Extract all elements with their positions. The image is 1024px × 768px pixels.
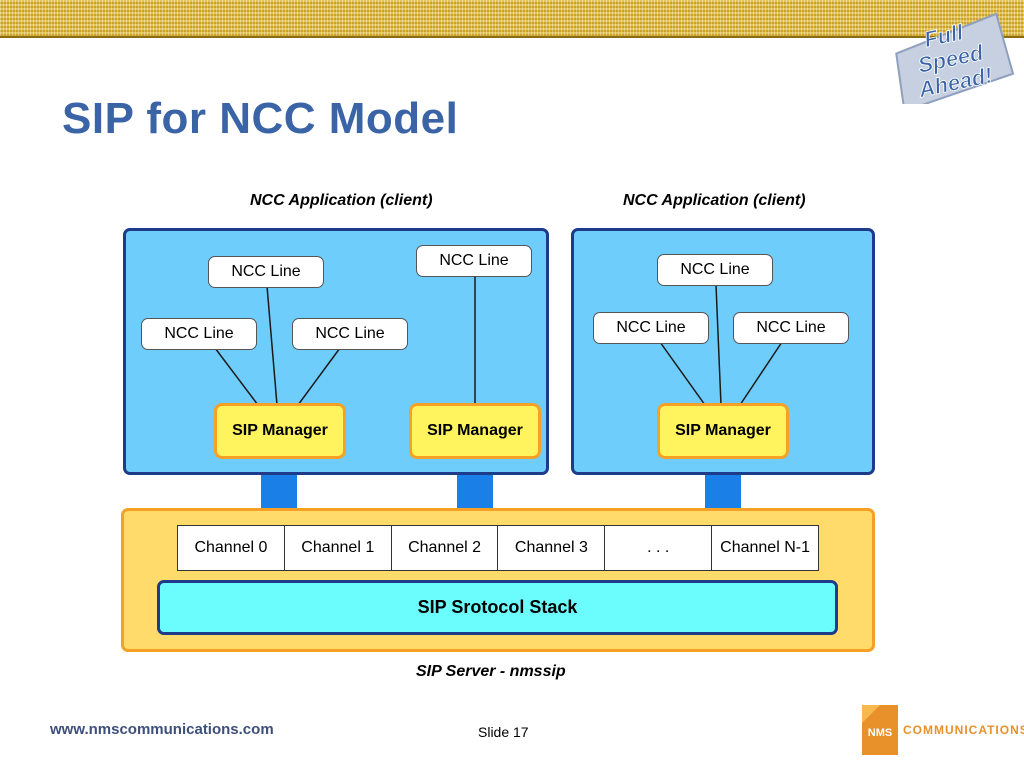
ncc-line-box: NCC Line: [292, 318, 408, 350]
connector-manager-1-to-server: [261, 475, 297, 509]
nms-logo-mark: NMS: [868, 727, 892, 739]
slide-title: SIP for NCC Model: [62, 94, 459, 143]
header-band-rule: [0, 36, 1024, 38]
ncc-line-box: NCC Line: [416, 245, 532, 277]
connector-manager-3-to-server: [705, 475, 741, 509]
sip-protocol-stack-box: SIP Srotocol Stack: [157, 580, 838, 635]
nms-logo-icon: NMS: [862, 705, 898, 755]
connector-manager-2-to-server: [457, 475, 493, 509]
ncc-line-box: NCC Line: [208, 256, 324, 288]
channel-table: Channel 0 Channel 1 Channel 2 Channel 3 …: [177, 525, 819, 571]
client-1-label: NCC Application (client): [250, 192, 433, 209]
server-label: SIP Server - nmssip: [416, 663, 566, 680]
ncc-line-box: NCC Line: [593, 312, 709, 344]
nms-logo-wordmark: COMMUNICATIONS: [903, 723, 1024, 737]
footer-website: www.nmscommunications.com: [50, 721, 274, 738]
channel-cell: Channel 2: [390, 525, 499, 571]
sip-manager-box: SIP Manager: [409, 403, 541, 459]
client-2-label: NCC Application (client): [623, 192, 806, 209]
channel-cell: Channel 3: [497, 525, 606, 571]
sip-manager-box: SIP Manager: [214, 403, 346, 459]
ncc-line-box: NCC Line: [657, 254, 773, 286]
header-band: [0, 0, 1024, 36]
channel-cell: Channel 1: [283, 525, 392, 571]
ncc-line-box: NCC Line: [141, 318, 257, 350]
sip-manager-box: SIP Manager: [657, 403, 789, 459]
full-speed-ahead-logo: Full Speed Ahead!: [895, 12, 1015, 104]
slide-number: Slide 17: [478, 724, 529, 740]
channel-cell: Channel 0: [177, 525, 285, 571]
ncc-line-box: NCC Line: [733, 312, 849, 344]
channel-cell: Channel N-1: [711, 525, 819, 571]
channel-cell-ellipsis: . . .: [604, 525, 713, 571]
